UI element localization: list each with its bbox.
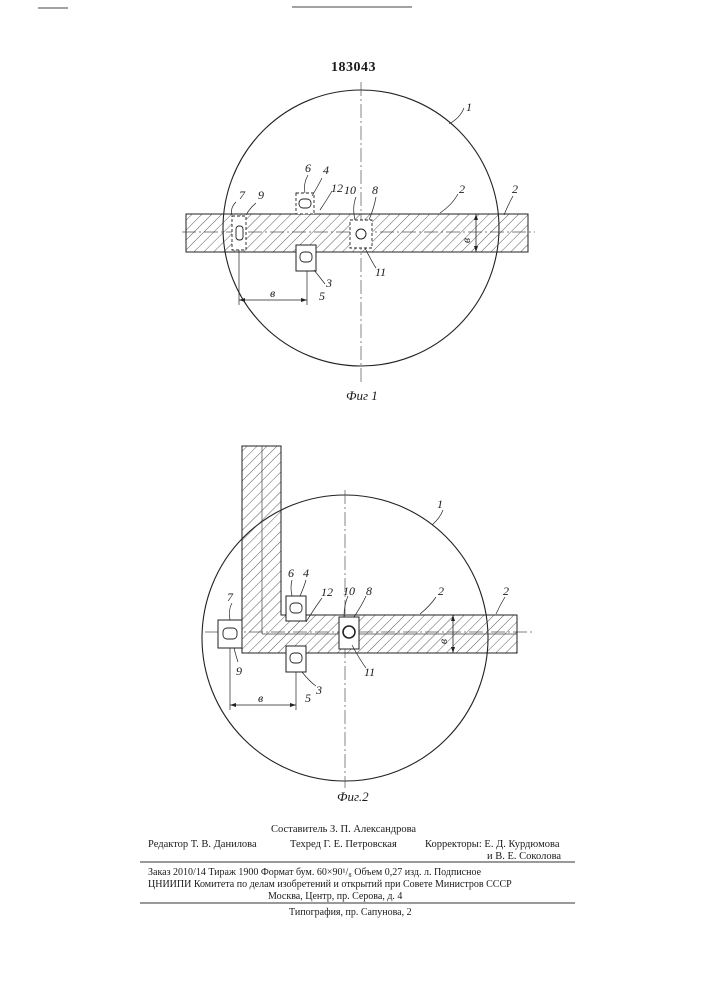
ref-2-lower-stop: 3 xyxy=(316,683,322,698)
center-pin xyxy=(343,626,355,638)
lower-stop-slot xyxy=(300,252,312,262)
left-block-slot xyxy=(223,628,237,639)
ref-2-center-label: 10 xyxy=(343,584,355,599)
upper-stop-slot xyxy=(299,199,311,208)
ref-2-lower-label: 5 xyxy=(305,691,311,706)
ref-1-center-label: 10 xyxy=(344,183,356,198)
figure-1-caption: Фиг 1 xyxy=(346,388,378,404)
ref-1-left-block-label: 9 xyxy=(258,188,264,203)
ref-2-center-block: 8 xyxy=(366,584,372,599)
ref-2-upper-stop: 4 xyxy=(303,566,309,581)
ref-2-upper-label: 6 xyxy=(288,566,294,581)
ref-2-bar-end: 2 xyxy=(503,584,509,599)
ref-2-circle: 1 xyxy=(437,497,443,512)
ref-1-upper-label: 6 xyxy=(305,161,311,176)
ref-1-distance-mark: в xyxy=(270,286,275,301)
ref-1-axis-label: 12 xyxy=(331,181,343,196)
compiler-line: Составитель З. П. Александрова xyxy=(271,823,416,836)
center-pin xyxy=(356,229,366,239)
imprint-line-1: Заказ 2010/14 Тираж 1900 Формат бум. 60×… xyxy=(148,867,481,880)
left-block-slot xyxy=(236,226,243,240)
proofreaders-line-2: и В. Е. Соколова xyxy=(487,850,561,863)
ref-2-left-block: 7 xyxy=(227,590,233,605)
ref-2-width-mark: в xyxy=(436,639,451,644)
figure-1 xyxy=(182,82,535,382)
upper-stop-slot xyxy=(290,603,302,613)
ref-2-distance-mark: в xyxy=(258,691,263,706)
ref-1-left-block: 7 xyxy=(239,188,245,203)
printer-line: Типография, пр. Сапунова, 2 xyxy=(289,907,412,920)
ref-1-bar: 2 xyxy=(459,182,465,197)
ref-1-lower-label: 5 xyxy=(319,289,325,304)
ref-2-axis-label: 12 xyxy=(321,585,333,600)
imprint-line-3: Москва, Центр, пр. Серова, д. 4 xyxy=(268,891,402,904)
ref-1-bar-end: 2 xyxy=(512,182,518,197)
l-bracket xyxy=(242,446,517,653)
figure-2 xyxy=(202,446,534,788)
ref-1-circle: 1 xyxy=(466,100,472,115)
ref-2-center-lower: 11 xyxy=(364,665,375,680)
ref-1-upper-stop: 4 xyxy=(323,163,329,178)
ref-1-center-block: 8 xyxy=(372,183,378,198)
ref-2-bar: 2 xyxy=(438,584,444,599)
patent-number: 183043 xyxy=(331,60,376,76)
tech-editor-line: Техред Г. Е. Петровская xyxy=(290,838,397,851)
ref-1-center-lower: 11 xyxy=(375,265,386,280)
ref-2-left-block-label: 9 xyxy=(236,664,242,679)
imprint-line-2: ЦНИИПИ Комитета по делам изобретений и о… xyxy=(148,879,512,892)
editor-line: Редактор Т. В. Данилова xyxy=(148,838,257,851)
ref-1-lower-stop: 3 xyxy=(326,276,332,291)
figure-2-caption: Фиг.2 xyxy=(337,789,369,805)
lower-stop-slot xyxy=(290,653,302,663)
ref-1-width-mark: в xyxy=(459,238,474,243)
